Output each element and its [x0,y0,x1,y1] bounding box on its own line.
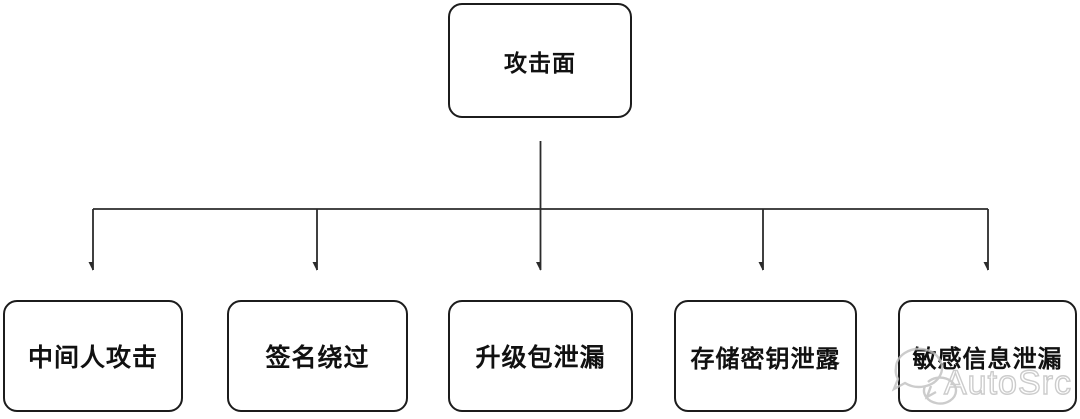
child-node-label: 中间人攻击 [27,344,158,372]
root-node-label: 攻击面 [504,49,576,76]
child-node-signature-bypass: 签名绕过 [227,300,408,412]
child-node-label: 敏感信息泄漏 [912,345,1063,373]
child-node-mitm-attack: 中间人攻击 [3,300,183,412]
child-node-stored-key-leak: 存储密钥泄露 [674,300,857,412]
child-node-label: 存储密钥泄露 [690,345,841,373]
child-node-label: 升级包泄漏 [475,344,606,372]
child-node-upgrade-package-leak: 升级包泄漏 [448,300,633,412]
child-node-sensitive-info-leak: 敏感信息泄漏 [898,300,1077,412]
child-node-label: 签名绕过 [265,344,370,372]
root-node-attack-surface: 攻击面 [448,3,632,118]
